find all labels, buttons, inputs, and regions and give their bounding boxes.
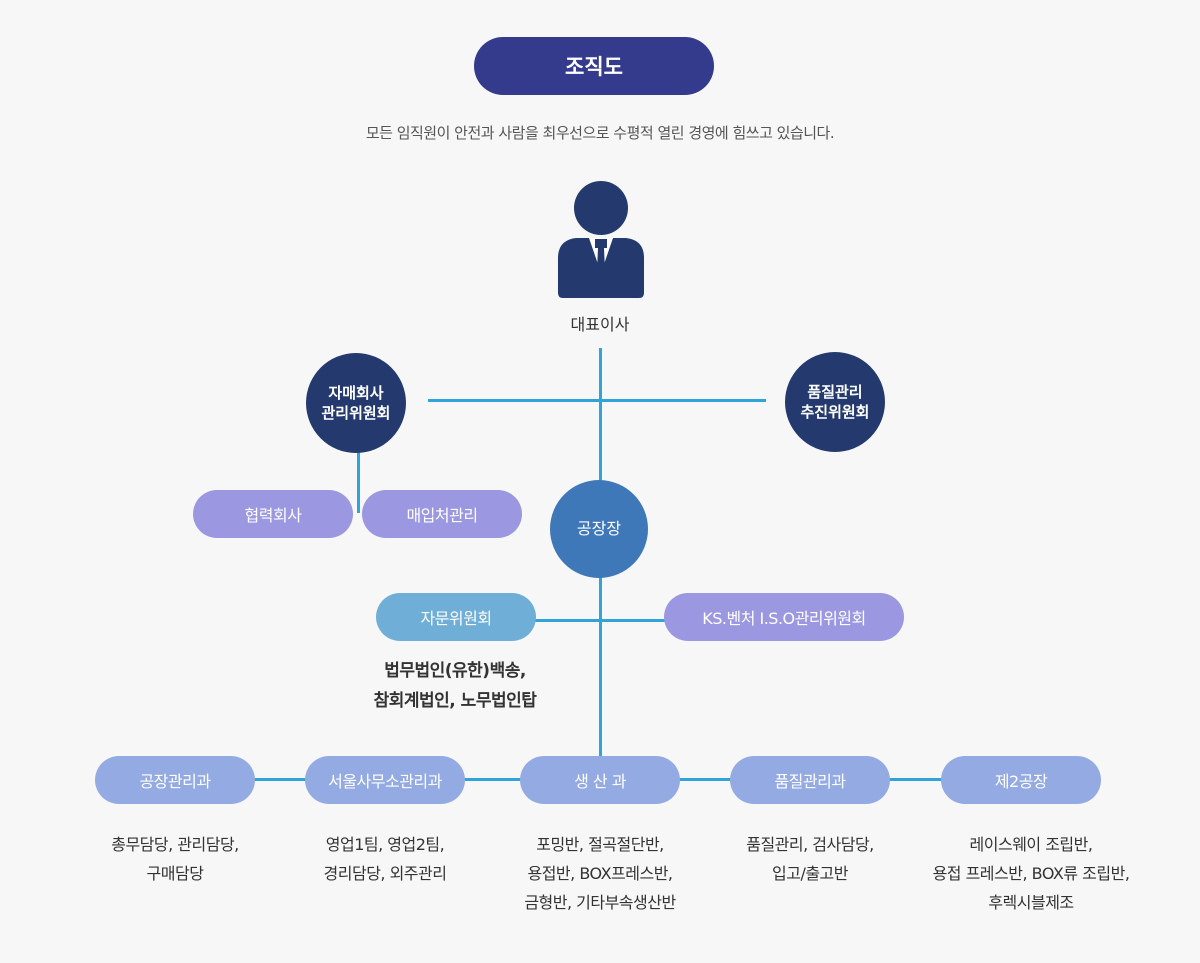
quality-committee-node: 품질관리 추진위원회 (785, 352, 885, 452)
duty-line: 영업1팀, 영업2팀, (325, 835, 445, 854)
supplier-management-node: 매입처관리 (362, 490, 522, 538)
ks-committee-node: KS.벤처 I.S.O관리위원회 (664, 593, 904, 641)
subsidiary-committee-node: 자매회사 관리위원회 (306, 353, 406, 453)
duty-line: 총무담당, 관리담당, (111, 835, 239, 854)
duty-line: 레이스웨이 조립반, (969, 835, 1093, 854)
page-title: 조직도 (474, 37, 714, 95)
person-suit-icon (558, 181, 644, 298)
department-duties: 품질관리, 검사담당, 입고/출고반 (685, 830, 935, 888)
ceo-label: 대표이사 (570, 315, 630, 334)
department-duties: 영업1팀, 영업2팀, 경리담당, 외주관리 (260, 830, 510, 888)
advisory-committee-node: 자문위원회 (376, 593, 536, 641)
department-second-plant: 제2공장 (941, 756, 1101, 804)
advisory-member-line: 참회계법인, 노무법인탑 (373, 691, 537, 711)
partner-company-node: 협력회사 (193, 490, 353, 538)
advisory-horizontal-line (535, 619, 667, 622)
duty-line: 구매담당 (146, 864, 204, 883)
department-production: 생 산 과 (520, 756, 680, 804)
plant-manager-node: 공장장 (550, 480, 648, 578)
duty-line: 후렉시블제조 (988, 893, 1074, 912)
duty-line: 입고/출고반 (772, 864, 849, 883)
committee-horizontal-line (428, 399, 766, 402)
left-committee-vertical-line (357, 450, 360, 513)
advisory-members: 법무법인(유한)백송, 참회계법인, 노무법인탑 (310, 656, 600, 716)
department-quality: 품질관리과 (730, 756, 890, 804)
department-duties: 총무담당, 관리담당, 구매담당 (50, 830, 300, 888)
department-duties: 레이스웨이 조립반, 용접 프레스반, BOX류 조립반, 후렉시블제조 (896, 830, 1166, 917)
duty-line: 금형반, 기타부속생산반 (524, 893, 676, 912)
duty-line: 품질관리, 검사담당, (746, 835, 874, 854)
department-seoul-office: 서울사무소관리과 (305, 756, 465, 804)
duty-line: 용접 프레스반, BOX류 조립반, (932, 864, 1130, 883)
advisory-member-line: 법무법인(유한)백송, (384, 661, 526, 681)
duty-line: 포밍반, 절곡절단반, (536, 835, 664, 854)
page-subtitle: 모든 임직원이 안전과 사람을 최우선으로 수평적 열린 경영에 힘쓰고 있습니… (365, 124, 835, 142)
duty-line: 경리담당, 외주관리 (323, 864, 447, 883)
department-duties: 포밍반, 절곡절단반, 용접반, BOX프레스반, 금형반, 기타부속생산반 (475, 830, 725, 917)
duty-line: 용접반, BOX프레스반, (527, 864, 673, 883)
department-factory-management: 공장관리과 (95, 756, 255, 804)
